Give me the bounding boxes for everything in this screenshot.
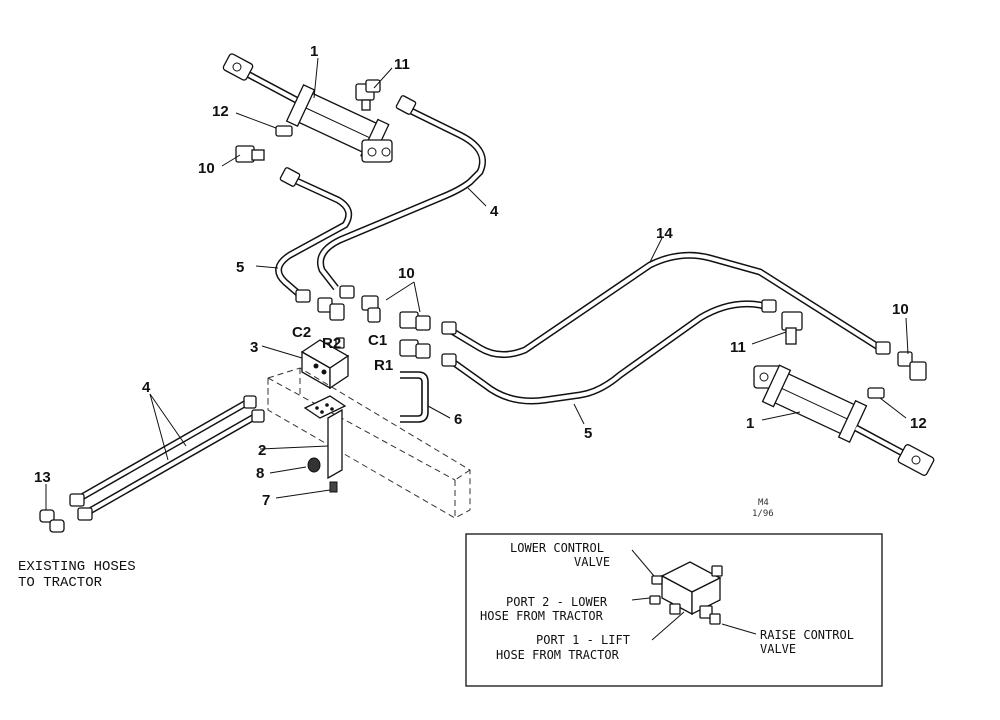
couplers-13 <box>39 509 65 533</box>
elbow-fitting-11-upper <box>355 79 381 111</box>
callout-13: 13 <box>34 469 51 486</box>
inset-port2-line1: PORT 2 - LOWER <box>506 595 608 609</box>
existing-hoses-line2: TO TRACTOR <box>18 575 103 591</box>
callout-2: 2 <box>258 442 266 459</box>
bolt-7 <box>329 481 338 493</box>
cylinder-lower <box>753 364 935 476</box>
mounting-bracket-2 <box>303 395 347 480</box>
elbow-fitting-10-mid-lower <box>399 339 431 359</box>
inset-port1-line1: PORT 1 - LIFT <box>536 633 630 647</box>
port-label-r1: R1 <box>374 357 393 374</box>
callout-1-upper: 1 <box>310 43 318 60</box>
callout-10-mid: 10 <box>398 265 415 282</box>
callout-6: 6 <box>454 411 462 428</box>
callout-4-lower: 4 <box>142 379 151 396</box>
elbow-fitting-10-mid-upper <box>399 311 431 331</box>
callout-3: 3 <box>250 339 258 356</box>
inset-valve-block <box>649 561 723 625</box>
callout-4-upper: 4 <box>490 203 499 220</box>
callout-10-right: 10 <box>892 301 909 318</box>
callout-1-lower: 1 <box>746 415 754 432</box>
callout-5-upper: 5 <box>236 259 244 276</box>
existing-hoses-line1: EXISTING HOSES <box>18 559 136 575</box>
elbow-fitting-10-right <box>897 351 927 381</box>
existing-hoses-4 <box>69 395 265 521</box>
u-bolt-6 <box>400 371 429 423</box>
callout-8: 8 <box>256 465 264 482</box>
elbow-fitting-10-left <box>235 145 265 163</box>
callout-14: 14 <box>656 225 673 242</box>
fitting-c1 <box>361 295 381 323</box>
hose-5-upper <box>275 167 353 303</box>
hose-5-lower <box>441 299 777 405</box>
callout-7: 7 <box>262 492 270 509</box>
fitting-12-right <box>867 387 885 399</box>
inset-lower-control-line1: LOWER CONTROL <box>510 541 604 555</box>
hose-14 <box>441 251 891 358</box>
tractor-drawbar-dashed <box>267 367 471 519</box>
hose-4-upper <box>317 95 486 299</box>
port-label-c2: C2 <box>292 324 311 341</box>
drawing-code-line1: M4 <box>758 498 769 508</box>
nut-8 <box>307 457 321 473</box>
callout-12-right: 12 <box>910 415 927 432</box>
inset-port2-line2: HOSE FROM TRACTOR <box>480 609 604 623</box>
callout-11-lower: 11 <box>730 339 746 356</box>
inset-raise-control-line1: RAISE CONTROL <box>760 628 854 642</box>
cylinder-upper <box>222 53 393 163</box>
port-label-r2: R2 <box>322 335 341 352</box>
drawing-code: M4 1/96 <box>752 498 774 519</box>
elbow-fitting-11-lower <box>781 311 803 345</box>
drawing-code-line2: 1/96 <box>752 509 774 519</box>
callout-labels: 1 11 12 10 4 5 10 14 10 11 3 4 6 5 1 12 … <box>34 43 927 509</box>
inset-detail-box: LOWER CONTROL VALVE PORT 2 - LOWER HOSE … <box>465 533 883 687</box>
inset-lower-control-line2: VALVE <box>574 555 610 569</box>
inset-raise-control-line2: VALVE <box>760 642 796 656</box>
inset-port1-line2: HOSE FROM TRACTOR <box>496 648 620 662</box>
callout-12-upper: 12 <box>212 103 229 120</box>
leader-lines <box>45 57 909 510</box>
valve-block-3 <box>300 337 350 390</box>
port-label-c1: C1 <box>368 332 387 349</box>
fitting-12-upper <box>275 125 293 137</box>
callout-10-left: 10 <box>198 160 215 177</box>
callout-5-lower: 5 <box>584 425 592 442</box>
fitting-c2 <box>317 297 345 321</box>
existing-hoses-note: EXISTING HOSES TO TRACTOR <box>18 559 136 591</box>
callout-11-upper: 11 <box>394 56 410 73</box>
